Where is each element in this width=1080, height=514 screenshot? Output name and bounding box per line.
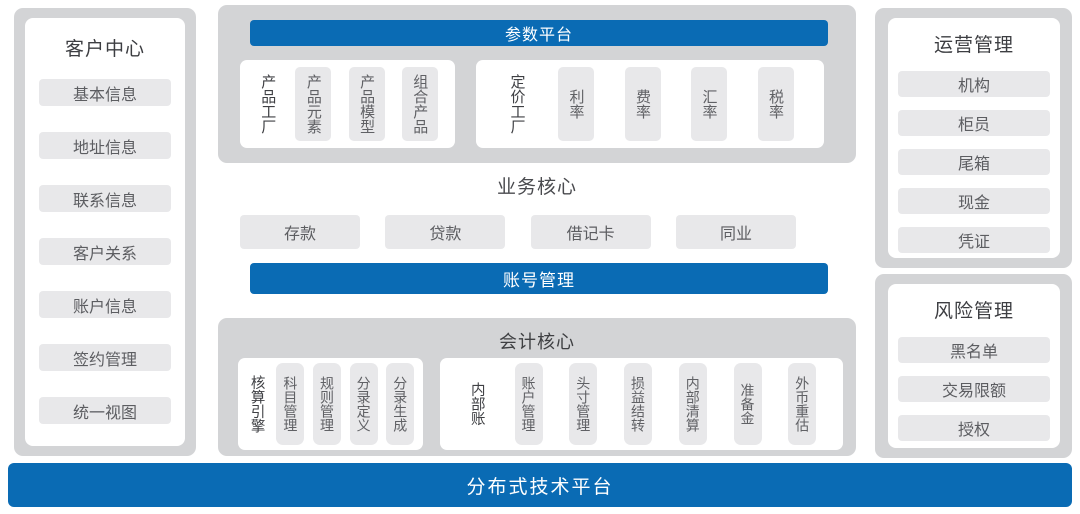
business-core-item: 存款 — [240, 215, 360, 249]
business-core-item: 借记卡 — [530, 215, 651, 249]
operations-management-title: 运营管理 — [933, 35, 1014, 56]
product-factory-item: 组合产品 — [401, 67, 438, 141]
product-factory-label: 产品工厂 — [259, 74, 277, 134]
customer-center-item: 账户信息 — [39, 291, 171, 318]
operations-item: 现金 — [898, 188, 1050, 214]
risk-management-panel: 风险管理 黑名单 交易限额 授权 — [888, 284, 1060, 448]
risk-management-container: 风险管理 黑名单 交易限额 授权 — [875, 274, 1072, 458]
accounting-core-title: 会计核心 — [499, 332, 575, 352]
risk-management-title: 风险管理 — [933, 301, 1014, 322]
accounting-core-container: 会计核心 核算引擎 科目管理 规则管理 分录定义 分录生成 内部账 账户管理 头… — [218, 318, 856, 456]
parameter-platform-container: 参数平台 产品工厂 产品元素 产品模型 组合产品 定价工厂 利率 费率 汇率 税… — [218, 5, 856, 163]
business-core-section: 业务核心 存款 贷款 借记卡 同业 — [218, 172, 856, 258]
pricing-factory-item: 汇率 — [691, 67, 727, 141]
pricing-factory-item: 利率 — [558, 67, 594, 141]
operations-item: 尾箱 — [898, 149, 1050, 175]
accounting-engine-item: 分录定义 — [349, 363, 378, 445]
customer-center-item: 联系信息 — [39, 185, 171, 212]
internal-account-item: 准备金 — [733, 363, 762, 445]
parameter-platform-header: 参数平台 — [250, 20, 828, 46]
operations-management-container: 运营管理 机构 柜员 尾箱 现金 凭证 — [875, 8, 1072, 268]
pricing-factory-item: 费率 — [624, 67, 661, 141]
technology-platform-bar: 分布式技术平台 — [8, 463, 1072, 507]
business-core-items: 存款 贷款 借记卡 同业 — [218, 215, 856, 249]
customer-center-title: 客户中心 — [64, 39, 145, 60]
internal-account-label: 内部账 — [468, 382, 485, 426]
account-management-bar: 账号管理 — [250, 263, 828, 294]
risk-item: 黑名单 — [898, 337, 1050, 363]
operations-management-panel: 运营管理 机构 柜员 尾箱 现金 凭证 — [888, 18, 1060, 258]
internal-account-item: 账户管理 — [514, 363, 543, 445]
internal-account-item: 外币重估 — [788, 363, 817, 445]
pricing-factory-group: 定价工厂 利率 费率 汇率 税率 — [476, 60, 824, 148]
internal-account-group: 内部账 账户管理 头寸管理 损益结转 内部清算 准备金 外币重估 — [440, 358, 843, 450]
business-core-item: 贷款 — [385, 215, 506, 249]
customer-center-container: 客户中心 基本信息 地址信息 联系信息 客户关系 账户信息 签约管理 统一视图 — [14, 8, 196, 456]
customer-center-panel: 客户中心 基本信息 地址信息 联系信息 客户关系 账户信息 签约管理 统一视图 — [25, 18, 185, 446]
risk-item: 交易限额 — [898, 376, 1050, 402]
product-factory-item: 产品元素 — [295, 67, 332, 141]
product-factory-item: 产品模型 — [348, 67, 385, 141]
accounting-engine-group: 核算引擎 科目管理 规则管理 分录定义 分录生成 — [238, 358, 423, 450]
parameter-platform-groups: 产品工厂 产品元素 产品模型 组合产品 定价工厂 利率 费率 汇率 税率 — [240, 60, 824, 148]
pricing-factory-label: 定价工厂 — [508, 74, 526, 134]
accounting-engine-item: 规则管理 — [312, 363, 341, 445]
business-core-item: 同业 — [675, 215, 796, 249]
business-core-title: 业务核心 — [496, 177, 577, 198]
internal-account-item: 损益结转 — [624, 363, 652, 445]
accounting-engine-item: 科目管理 — [276, 363, 305, 445]
accounting-engine-item: 分录生成 — [386, 363, 415, 445]
operations-item: 柜员 — [898, 110, 1050, 136]
internal-account-item: 内部清算 — [678, 363, 707, 445]
customer-center-item: 地址信息 — [39, 132, 171, 159]
accounting-engine-label: 核算引擎 — [248, 375, 265, 433]
operations-item: 机构 — [898, 71, 1050, 97]
customer-center-item: 签约管理 — [39, 344, 171, 371]
customer-center-item: 统一视图 — [39, 397, 171, 424]
risk-item: 授权 — [898, 415, 1050, 441]
customer-center-item: 客户关系 — [39, 238, 171, 265]
operations-item: 凭证 — [898, 227, 1050, 253]
customer-center-item: 基本信息 — [39, 79, 171, 106]
accounting-core-groups: 核算引擎 科目管理 规则管理 分录定义 分录生成 内部账 账户管理 头寸管理 损… — [238, 358, 843, 450]
pricing-factory-item: 税率 — [757, 67, 794, 141]
product-factory-group: 产品工厂 产品元素 产品模型 组合产品 — [240, 60, 455, 148]
internal-account-item: 头寸管理 — [569, 363, 598, 445]
